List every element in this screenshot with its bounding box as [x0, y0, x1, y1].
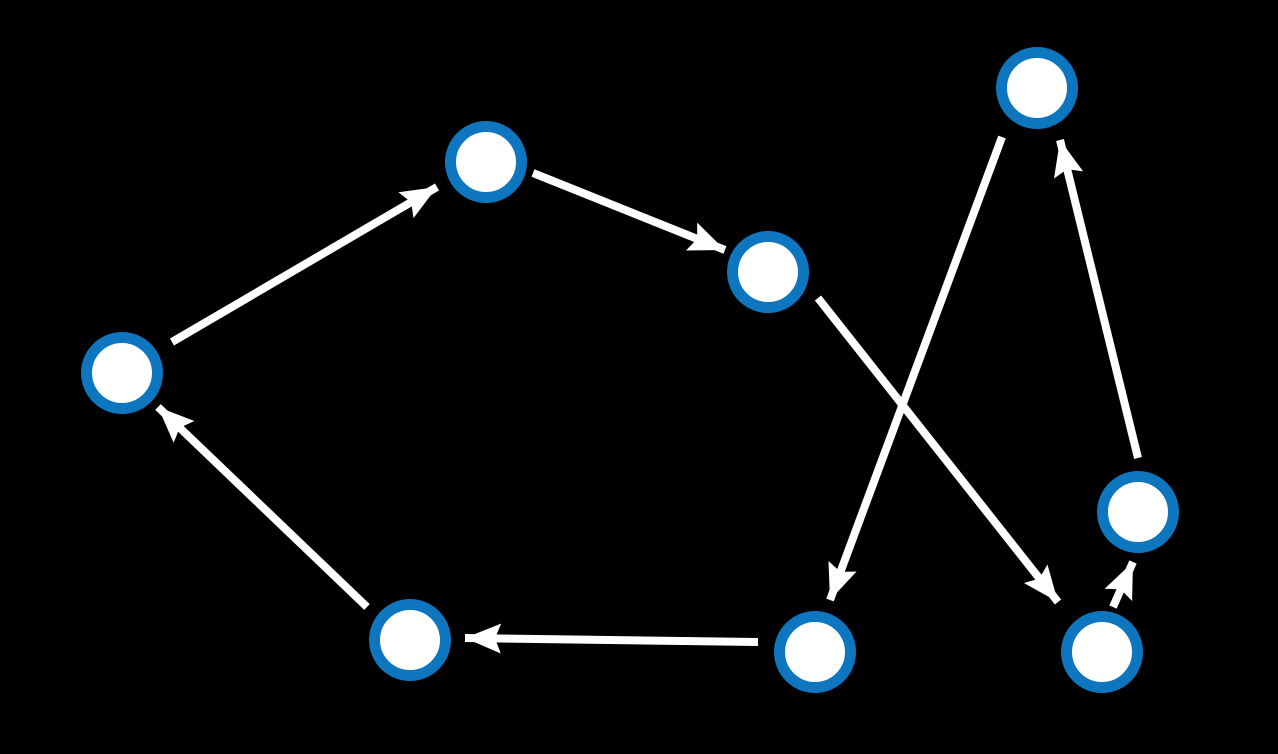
graph-node-bottom-left-mid — [369, 599, 451, 681]
graph-node-right-mid — [1097, 471, 1179, 553]
edge-arrow-bottom-mid-to-bottom-left-mid — [464, 623, 759, 654]
edge-arrow-bottom-left-mid-to-left — [155, 404, 370, 610]
graph-node-top-mid — [445, 121, 527, 203]
graph-node-top-right — [996, 47, 1078, 129]
graph-node-bottom-mid — [774, 611, 856, 693]
edge-arrow-top-mid-to-middle — [531, 169, 727, 254]
edge-arrow-middle-to-bottom-right — [814, 295, 1062, 605]
graph-node-middle — [727, 231, 809, 313]
graph-node-left — [81, 332, 163, 414]
edge-arrow-top-right-to-bottom-mid — [826, 135, 1006, 602]
graph-node-bottom-right — [1061, 611, 1143, 693]
edge-arrow-right-mid-to-top-right — [1054, 139, 1142, 459]
edge-arrow-left-to-top-mid — [169, 183, 440, 346]
edge-arrow-bottom-right-to-right-mid — [1104, 560, 1137, 609]
